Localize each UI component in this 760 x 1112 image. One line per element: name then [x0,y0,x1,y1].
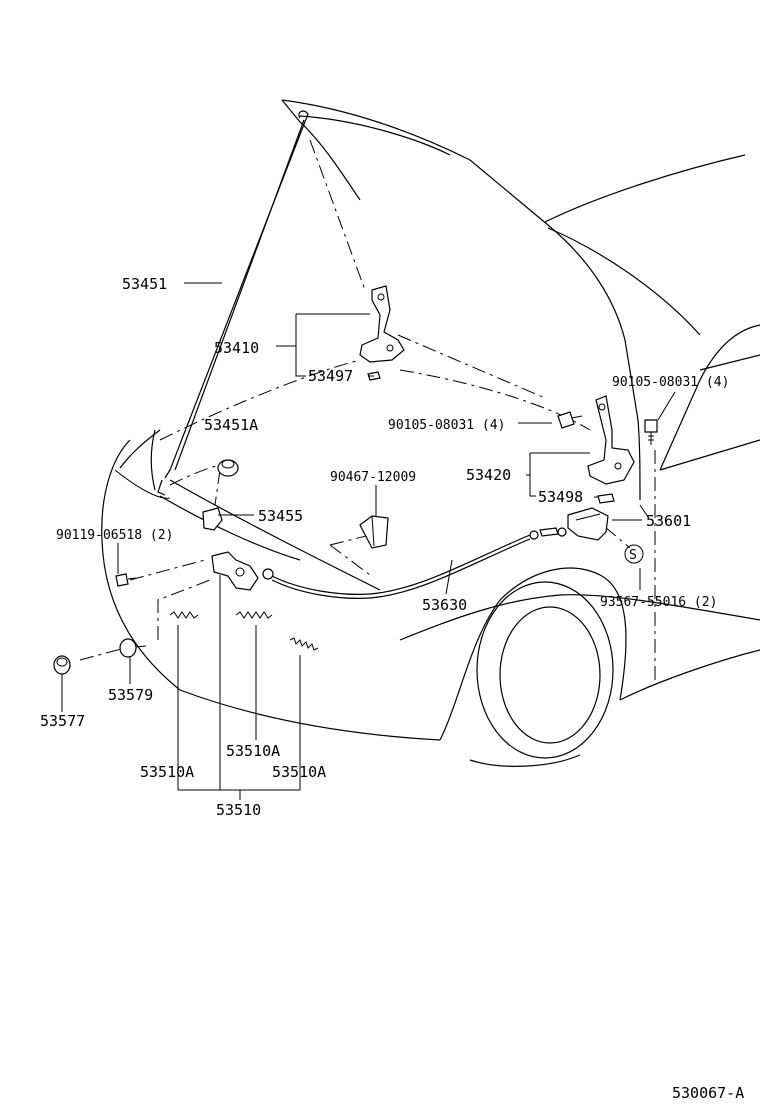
leader-lines [79,139,656,680]
label-53510: 53510 [216,801,261,819]
label-90467: 90467-12009 [330,470,416,485]
hood-lock [211,551,274,591]
hood-cushion [217,459,239,477]
label-90105-right: 90105-08031 (4) [612,375,729,390]
label-53451a: 53451A [204,416,258,434]
bumper-cap [53,655,71,675]
label-53410: 53410 [214,339,259,357]
s-mark: S [624,544,644,564]
figure-code: 530067-A [672,1084,744,1102]
label-53420: 53420 [466,466,511,484]
s-mark-text: S [629,548,637,563]
label-53601: 53601 [646,512,691,530]
label-53510a-middle: 53510A [226,742,280,760]
spring-left [169,611,199,619]
label-53455: 53455 [258,507,303,525]
label-53498: 53498 [538,488,583,506]
label-53630: 53630 [422,596,467,614]
hood-support-rod [157,110,309,496]
spring-middle [235,611,273,619]
label-53579: 53579 [108,686,153,704]
clip-90467 [359,515,389,549]
label-53577: 53577 [40,712,85,730]
spring-right [289,637,319,651]
hood-hinge-right [587,395,635,504]
car-body-outline [101,99,760,741]
hood-hinge-left [359,285,405,381]
hood-rod-holder [202,507,223,531]
bolt-90105-right [644,419,658,445]
label-53510a-right: 53510A [272,763,326,781]
label-90119: 90119-06518 (2) [56,528,173,543]
label-90105-left: 90105-08031 (4) [388,418,505,433]
release-cable [271,527,567,599]
front-wheel [469,581,614,767]
label-93567: 93567-55016 (2) [600,595,717,610]
label-leaders [61,282,676,800]
label-53451: 53451 [122,275,167,293]
label-53510a-left: 53510A [140,763,194,781]
bolt-90119 [115,573,137,587]
release-lever [567,507,609,541]
bolt-90105-left [557,411,583,429]
label-53497: 53497 [308,367,353,385]
hood-bumper [119,638,147,658]
